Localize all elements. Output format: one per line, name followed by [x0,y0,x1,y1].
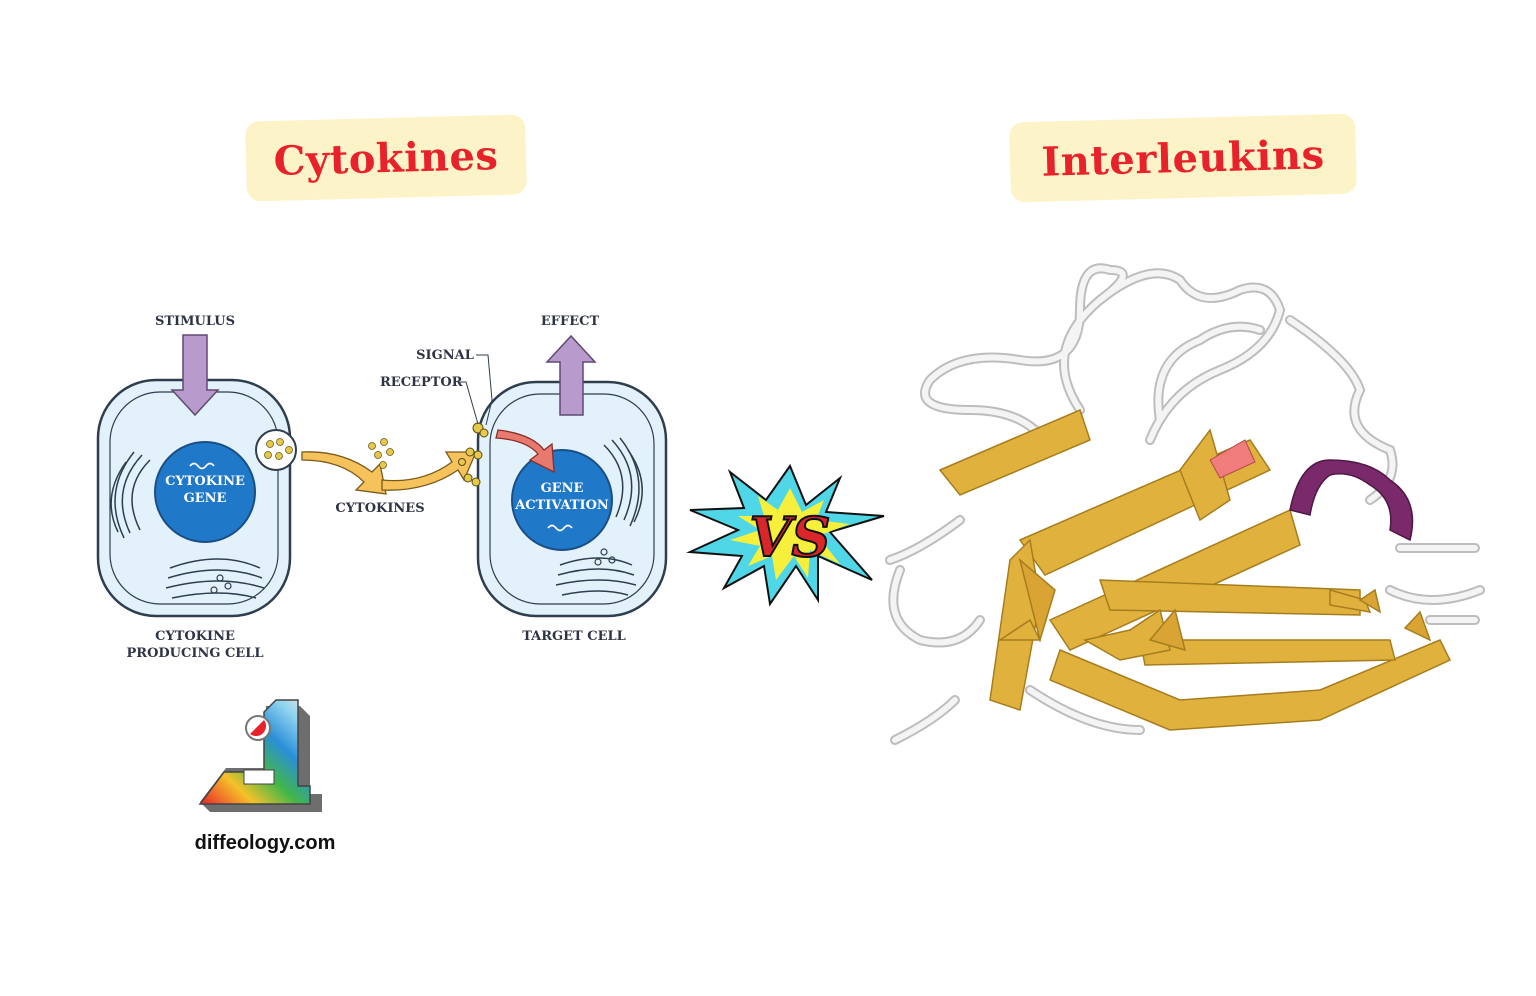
burst-inner [730,488,850,580]
gene-activation-line1: GENE [540,481,584,496]
stimulus-arrow [170,334,220,417]
protein-beta-strands [938,408,1452,731]
receptor-label: RECEPTOR [380,375,463,390]
cytokines-release-arrow [301,451,387,495]
accent-segment [1209,439,1256,479]
cytokines-label: CYTOKINES [335,501,425,516]
cytokine-gene-line1: CYTOKINE [165,474,245,489]
site-name: diffeology.com [194,832,336,854]
producing-cell-label-line1: CYTOKINE [155,629,235,644]
gene-activation-line2: ACTIVATION [515,498,609,513]
target-cell-label: TARGET CELL [522,629,626,644]
vs-text: VS [750,505,831,569]
effect-label: EFFECT [540,314,600,329]
receptor-cluster [458,422,489,487]
producing-cell-label-line2: PRODUCING CELL [126,646,264,661]
effect-arrow [545,334,597,416]
highlighted-loop [1289,459,1414,542]
gene-activation-nucleus [511,449,613,551]
signal-label: SIGNAL [416,348,474,363]
cytokine-molecules [368,438,394,469]
stimulus-label: STIMULUS [154,314,236,329]
secretion-vesicle [255,429,297,471]
cytokine-gene-nucleus [154,441,256,543]
cytokine-gene-line2: GENE [183,491,227,506]
signal-arrow [495,429,555,474]
